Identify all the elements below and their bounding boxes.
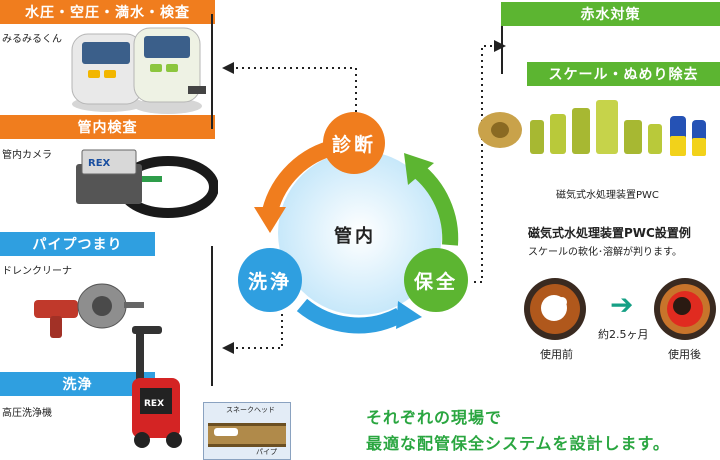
section-title-red-water: 赤水対策 <box>501 2 720 26</box>
center-disc <box>278 151 442 315</box>
example-subtitle: スケールの軟化･溶解が判ります。 <box>528 247 682 258</box>
connector-line <box>211 14 213 129</box>
section-title-pipe-clog: パイプつまり <box>0 232 155 256</box>
cycle-node-maintenance: 保全 <box>404 248 468 312</box>
label-after: 使用後 <box>668 348 701 361</box>
inset-label-snakehead: スネークヘッド <box>226 406 275 414</box>
arrow-left-icon <box>222 62 234 74</box>
arrow-head-orange-icon <box>254 207 286 233</box>
high-pressure-washer-image: REX <box>132 326 182 448</box>
label-duration: 約2.5ヶ月 <box>598 328 649 341</box>
connector-line <box>211 246 213 386</box>
mirumiru-device-image <box>71 27 206 114</box>
pipe-after-image <box>654 278 716 340</box>
magnetic-device-image <box>478 100 706 156</box>
tagline-line-1: それぞれの現場で <box>366 408 503 427</box>
cycle-node-washing: 洗浄 <box>238 248 302 312</box>
caption-mirumiru: みるみるくん <box>2 34 62 45</box>
section-title-washing: 洗浄 <box>0 372 155 396</box>
arrow-right-icon <box>494 40 506 52</box>
arrow-left-icon <box>222 342 234 354</box>
section-title-pressure-test: 水圧・空圧・満水・検査 <box>0 0 215 24</box>
pipe-before-image <box>524 278 586 340</box>
drain-cleaner-image <box>34 283 144 338</box>
tagline-line-2: 最適な配管保全システムを設計します。 <box>366 434 670 453</box>
arrow-head-green-icon <box>404 153 434 185</box>
dotted-guide-top <box>222 62 357 112</box>
dotted-guide-bottom <box>222 314 283 354</box>
cycle-center-label: 管内 <box>334 226 376 247</box>
inset-label-pipe: パイプ <box>256 448 277 456</box>
arrow-right-icon: ➔ <box>610 288 634 321</box>
caption-drain-cleaner: ドレンクリーナ <box>2 266 72 277</box>
dotted-guide-right <box>474 40 506 283</box>
connector-line <box>501 14 503 74</box>
camera-brand-label: REX <box>88 158 111 169</box>
pipe-camera-image: REX <box>76 149 218 218</box>
caption-high-pressure-washer: 高圧洗浄機 <box>2 408 52 419</box>
arrow-arc-green <box>410 162 459 246</box>
caption-magnetic-device: 磁気式水処理装置PWC <box>556 190 659 201</box>
cycle-node-diagnosis: 診断 <box>323 112 385 174</box>
snake-head-icon <box>214 428 238 436</box>
section-title-pipe-inspection: 管内検査 <box>0 115 215 139</box>
arrow-head-blue-icon <box>396 301 422 329</box>
arrow-arc-blue <box>296 298 404 334</box>
caption-pipe-camera: 管内カメラ <box>2 150 52 161</box>
label-before: 使用前 <box>540 348 573 361</box>
example-title: 磁気式水処理装置PWC設置例 <box>528 226 691 240</box>
pipe-body <box>208 423 286 447</box>
pipe-inset: スネークヘッド パイプ <box>203 402 291 460</box>
section-title-scale-removal: スケール・ぬめり除去 <box>527 62 720 86</box>
washer-brand-label: REX <box>144 399 164 409</box>
